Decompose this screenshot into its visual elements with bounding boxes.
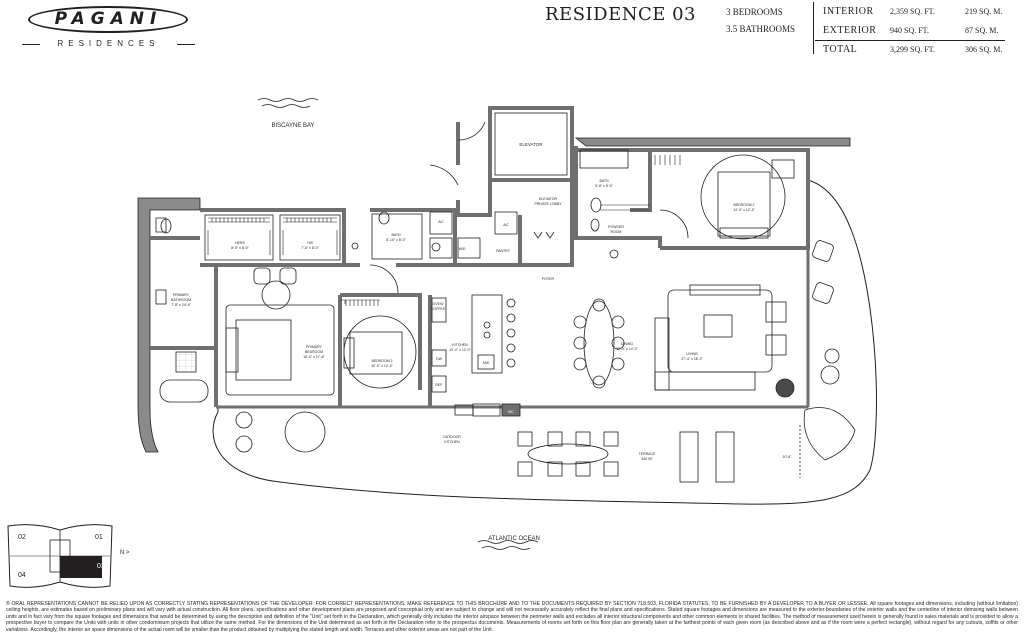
area-sqm: 219 SQ. M. xyxy=(965,7,1003,16)
key-unit-02: 02 xyxy=(18,534,26,541)
his-closet-dim: 7'-6" x 8'-0" xyxy=(301,246,319,250)
residence-title: RESIDENCE 03 xyxy=(545,4,696,25)
dining-dim: 12'-0" x 14'-0" xyxy=(616,347,638,351)
room-count: 3 BEDROOMS 3.5 BATHROOMS xyxy=(726,4,795,38)
ow-label: OW xyxy=(436,357,443,361)
key-unit-01: 01 xyxy=(95,534,103,541)
ocean-waves xyxy=(477,540,539,550)
area-sqft: 2,359 SQ. FT. xyxy=(890,7,935,16)
living-label: LIVING xyxy=(686,352,698,356)
oven-label-1: OVEN/ xyxy=(433,302,444,306)
terrace-outline xyxy=(212,179,877,505)
living-dim: 27'-4" x 18'-2" xyxy=(681,357,703,361)
ocean-label: ATLANTIC OCEAN xyxy=(488,536,540,542)
wc-label: WC xyxy=(508,410,514,414)
bay-waves xyxy=(257,98,319,108)
area-label: EXTERIOR xyxy=(823,24,877,36)
pagani-logo: PAGANI RESIDENCES xyxy=(16,6,201,48)
primary-bath-label-2: BATHROOM xyxy=(171,298,191,302)
primary-bath-dim: 7'-8" x 24'-6" xyxy=(171,303,191,307)
bedroom2-dim: 14'-0" x 12'-4" xyxy=(733,208,755,212)
bedroom2-label: BEDROOM 2 xyxy=(733,203,754,207)
bedroom3-label: BEDROOM 3 xyxy=(371,359,392,363)
his-closet-label: HIS xyxy=(307,241,314,245)
terrace-label: TERRACE xyxy=(639,452,656,456)
bath-upper-dim: 5'-8" x 8'-5" xyxy=(595,184,613,188)
closet-shelves xyxy=(207,155,681,306)
key-unit-03: 03 xyxy=(97,563,105,570)
bedroom-count: 3 BEDROOMS xyxy=(726,7,783,17)
ac-label-2: AC xyxy=(503,222,509,227)
hers-closet-dim: 8'-0" x 8'-0" xyxy=(231,246,249,250)
primary-bath-label-1: PRIMARY xyxy=(173,293,190,297)
kitchen-dim: 10'-0" x 12'-0" xyxy=(449,348,471,352)
primary-bed-dim: 16'-0" x 17'-6" xyxy=(303,355,325,359)
powder-label-2: ROOM xyxy=(611,230,622,234)
area-table-divider xyxy=(813,2,814,54)
bath-mid-label: BATH xyxy=(391,233,401,237)
area-label: TOTAL xyxy=(815,39,890,59)
terrace-area: 940 SF xyxy=(641,457,652,461)
washer-dryer-label: W/D xyxy=(459,247,466,251)
key-plan xyxy=(7,524,113,588)
area-row-interior: INTERIOR 2,359 SQ. FT. 219 SQ. M. xyxy=(815,2,1005,21)
ref-label: REF. xyxy=(435,383,443,387)
logo-wordmark: PAGANI xyxy=(54,9,163,29)
area-label: INTERIOR xyxy=(823,6,874,17)
furniture xyxy=(155,154,856,483)
hers-closet-label: HERS xyxy=(235,241,245,245)
terrace-dimension: 10'-8" xyxy=(783,455,793,459)
outdoor-kitchen-label-1: OUTDOOR xyxy=(443,435,461,439)
walls xyxy=(150,106,810,409)
pantry-label: PANTRY xyxy=(496,249,511,253)
elevator-label: ELEVATOR xyxy=(519,142,543,147)
area-sqm: 87 SQ. M. xyxy=(965,25,999,35)
outdoor-kitchen-label-2: KITCHEN xyxy=(444,440,460,444)
powder-label-1: POWDER xyxy=(608,225,624,229)
logo-oval xyxy=(28,6,188,33)
area-row-exterior: EXTERIOR 940 SQ. FT. 87 SQ. M. xyxy=(815,21,1005,40)
ac-label-1: AC xyxy=(438,219,444,224)
area-table: INTERIOR 2,359 SQ. FT. 219 SQ. M. EXTERI… xyxy=(815,2,1005,59)
area-sqft: 3,299 SQ. FT. xyxy=(890,39,965,59)
mw-label: MW xyxy=(483,361,490,365)
bedroom3-dim: 10'-0" x 12'-4" xyxy=(371,364,393,368)
north-indicator: N > xyxy=(120,550,130,556)
primary-bed-label-1: PRIMARY xyxy=(306,345,323,349)
oven-label-2: COFFEE xyxy=(431,307,446,311)
area-row-total: TOTAL 3,299 SQ. FT. 306 SQ. M. xyxy=(815,39,1005,59)
bay-label: BISCAYNE BAY xyxy=(271,123,314,129)
dining-label: DINING xyxy=(621,342,634,346)
exterior-wall-left xyxy=(137,197,201,453)
area-sqft: 940 SQ. FT. xyxy=(890,25,929,35)
logo-subtitle: RESIDENCES xyxy=(16,39,201,48)
area-sqm: 306 SQ. M. xyxy=(965,39,1005,59)
room-labels: BISCAYNE BAY ATLANTIC OCEAN ELEVATOR ELE… xyxy=(171,123,792,542)
interior-lines xyxy=(204,112,689,417)
elevator-lobby-label-2: PRIVATE LOBBY xyxy=(534,202,562,206)
legal-disclaimer: ® ORAL REPRESENTATIONS CANNOT BE RELIED … xyxy=(6,601,1018,633)
primary-bed-label-2: BEDROOM xyxy=(305,350,323,354)
bath-upper-label: BATH xyxy=(599,179,609,183)
key-unit-04: 04 xyxy=(18,572,26,579)
foyer-label: FOYER xyxy=(542,277,555,281)
elevator-lobby-label-1: ELEVATOR xyxy=(539,197,558,201)
balcony-arm xyxy=(574,137,851,147)
bath-mid-dim: 8'-10" x 8'-0" xyxy=(386,238,406,242)
kitchen-label: KITCHEN xyxy=(452,343,468,347)
bathroom-count: 3.5 BATHROOMS xyxy=(726,24,796,34)
